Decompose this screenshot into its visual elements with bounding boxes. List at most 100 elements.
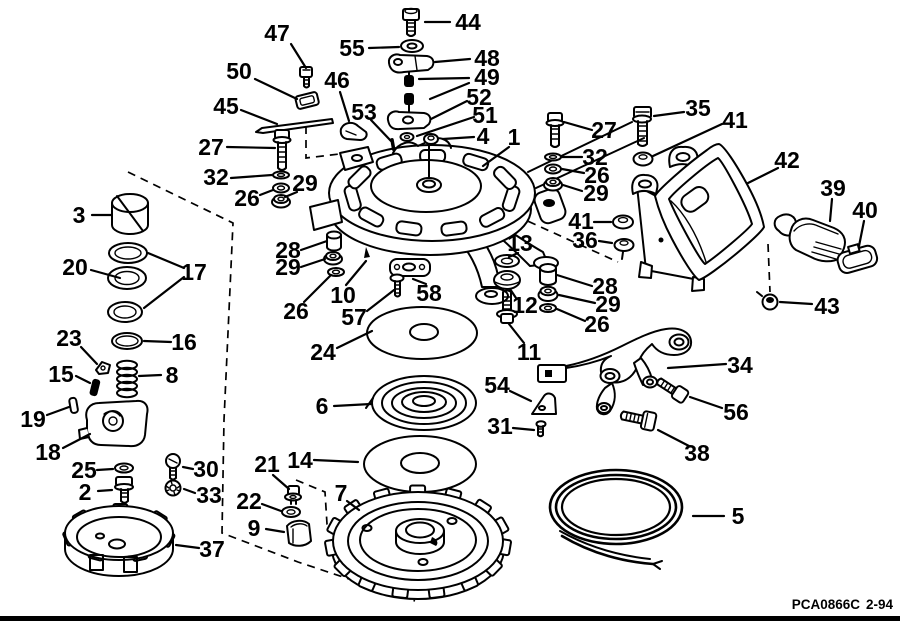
part-1-recoil-housing [309,121,645,305]
part-16-ring [111,332,143,350]
leader-line-29 [561,183,584,193]
part-19-pin [68,396,79,414]
callout-label-40: 40 [852,197,878,223]
part-42-bracket [631,143,765,292]
leader-line-53 [369,118,393,143]
part-57-screw [389,273,405,298]
part-26-washer-right2 [539,303,557,313]
callout-label-16: 16 [171,329,197,355]
leader-line-26 [560,167,586,175]
part-41-grommet-lower [612,214,634,230]
housing-slots-11 [493,165,517,190]
part-33-lockwasher [164,479,182,497]
callout-label-25: 25 [71,457,97,483]
revision-date: 2-94 [866,597,894,612]
callout-label-17: 17 [181,259,207,285]
part-30-screw [165,453,181,481]
part-52-pawl [386,110,432,131]
leader-line-23 [79,345,99,366]
part-2-bolt [114,476,134,504]
part-31-screw [535,420,547,438]
part-21-screw [284,485,302,505]
part-32-washer-right [544,152,562,162]
callout-label-33: 33 [196,482,222,508]
callout-label-7: 7 [335,480,348,506]
callout-label-6: 6 [316,393,329,419]
callout-label-42: 42 [774,147,800,173]
leader-line-9 [264,527,286,534]
callout-label-43: 43 [814,293,840,319]
part-3-bushing [111,193,149,235]
leader-line-19 [45,405,71,417]
callout-label-35: 35 [685,95,711,121]
leader-line-10 [344,259,368,287]
leader-line-58 [411,277,428,286]
callout-label-28: 28 [592,273,618,299]
part-40-anchor [836,243,879,274]
part-49-bumpers [404,71,414,113]
callout-label-32: 32 [582,144,608,170]
part-34-bracket-arm [537,327,693,416]
part-4-nut [423,133,439,145]
leader-line-36 [597,239,614,245]
leader-line-41 [651,122,724,158]
part-9-rope-guide [286,519,312,547]
part-46-lever [339,121,368,141]
assembly-boundary-3 [305,126,357,159]
callout-label-54: 54 [484,372,510,398]
part-26-washer-right [544,163,562,175]
leader-line-42 [746,166,780,185]
callout-label-48: 48 [474,45,500,71]
callout-label-13: 13 [507,230,533,256]
drawing-code: PCA0866C [792,597,861,612]
callout-label-10: 10 [330,282,356,308]
callout-label-51: 51 [472,102,498,128]
callout-label-45: 45 [213,93,239,119]
part-26-washer-left [272,182,290,194]
leader-line-20 [89,268,122,280]
callout-label-36: 36 [572,227,598,253]
callout-label-19: 19 [20,406,46,432]
leader-line-17 [146,251,186,270]
callout-label-41: 41 [722,107,748,133]
part-58-retainer [389,258,431,277]
leader-line-14 [312,458,360,464]
leader-line-40 [857,219,866,248]
assembly-boundary-1 [127,171,416,602]
part-15-pin [89,378,101,397]
callout-label-31: 31 [487,413,513,439]
callout-label-15: 15 [48,361,74,387]
leader-line-12 [508,287,518,300]
leader-line-54 [508,389,533,403]
leader-line-34 [666,362,728,370]
leader-line-38 [656,428,691,448]
leader-line-17 [142,275,186,310]
leader-line-26 [302,273,333,304]
part-38-bolt [619,410,658,432]
leader-line-56 [688,395,724,410]
assembly-boundary-4 [489,203,619,263]
callout-label-29: 29 [583,180,609,206]
callout-label-24: 24 [310,339,336,365]
leader-line-26 [258,188,275,197]
callout-label-41: 41 [568,208,594,234]
callout-label-1: 1 [508,124,521,150]
callout-label-3: 3 [73,202,86,228]
callout-label-11: 11 [517,339,542,365]
part-32-washer-left [272,170,290,180]
part-11-bolt [496,289,518,324]
leader-line-28 [555,273,594,288]
leader-line-15 [74,374,92,385]
callout-label-27: 27 [591,117,617,143]
part-29-locknut-left [323,251,343,266]
leader-line-11 [507,322,526,345]
callout-label-57: 57 [341,304,367,330]
housing-slots-7 [347,165,372,190]
callout-label-44: 44 [455,9,481,35]
leader-line-33 [182,487,197,495]
callout-label-56: 56 [723,399,749,425]
leader-line-43 [778,300,814,306]
leader-line-35 [652,110,686,118]
bottom-border [0,616,900,621]
part-8-spring [116,359,138,399]
